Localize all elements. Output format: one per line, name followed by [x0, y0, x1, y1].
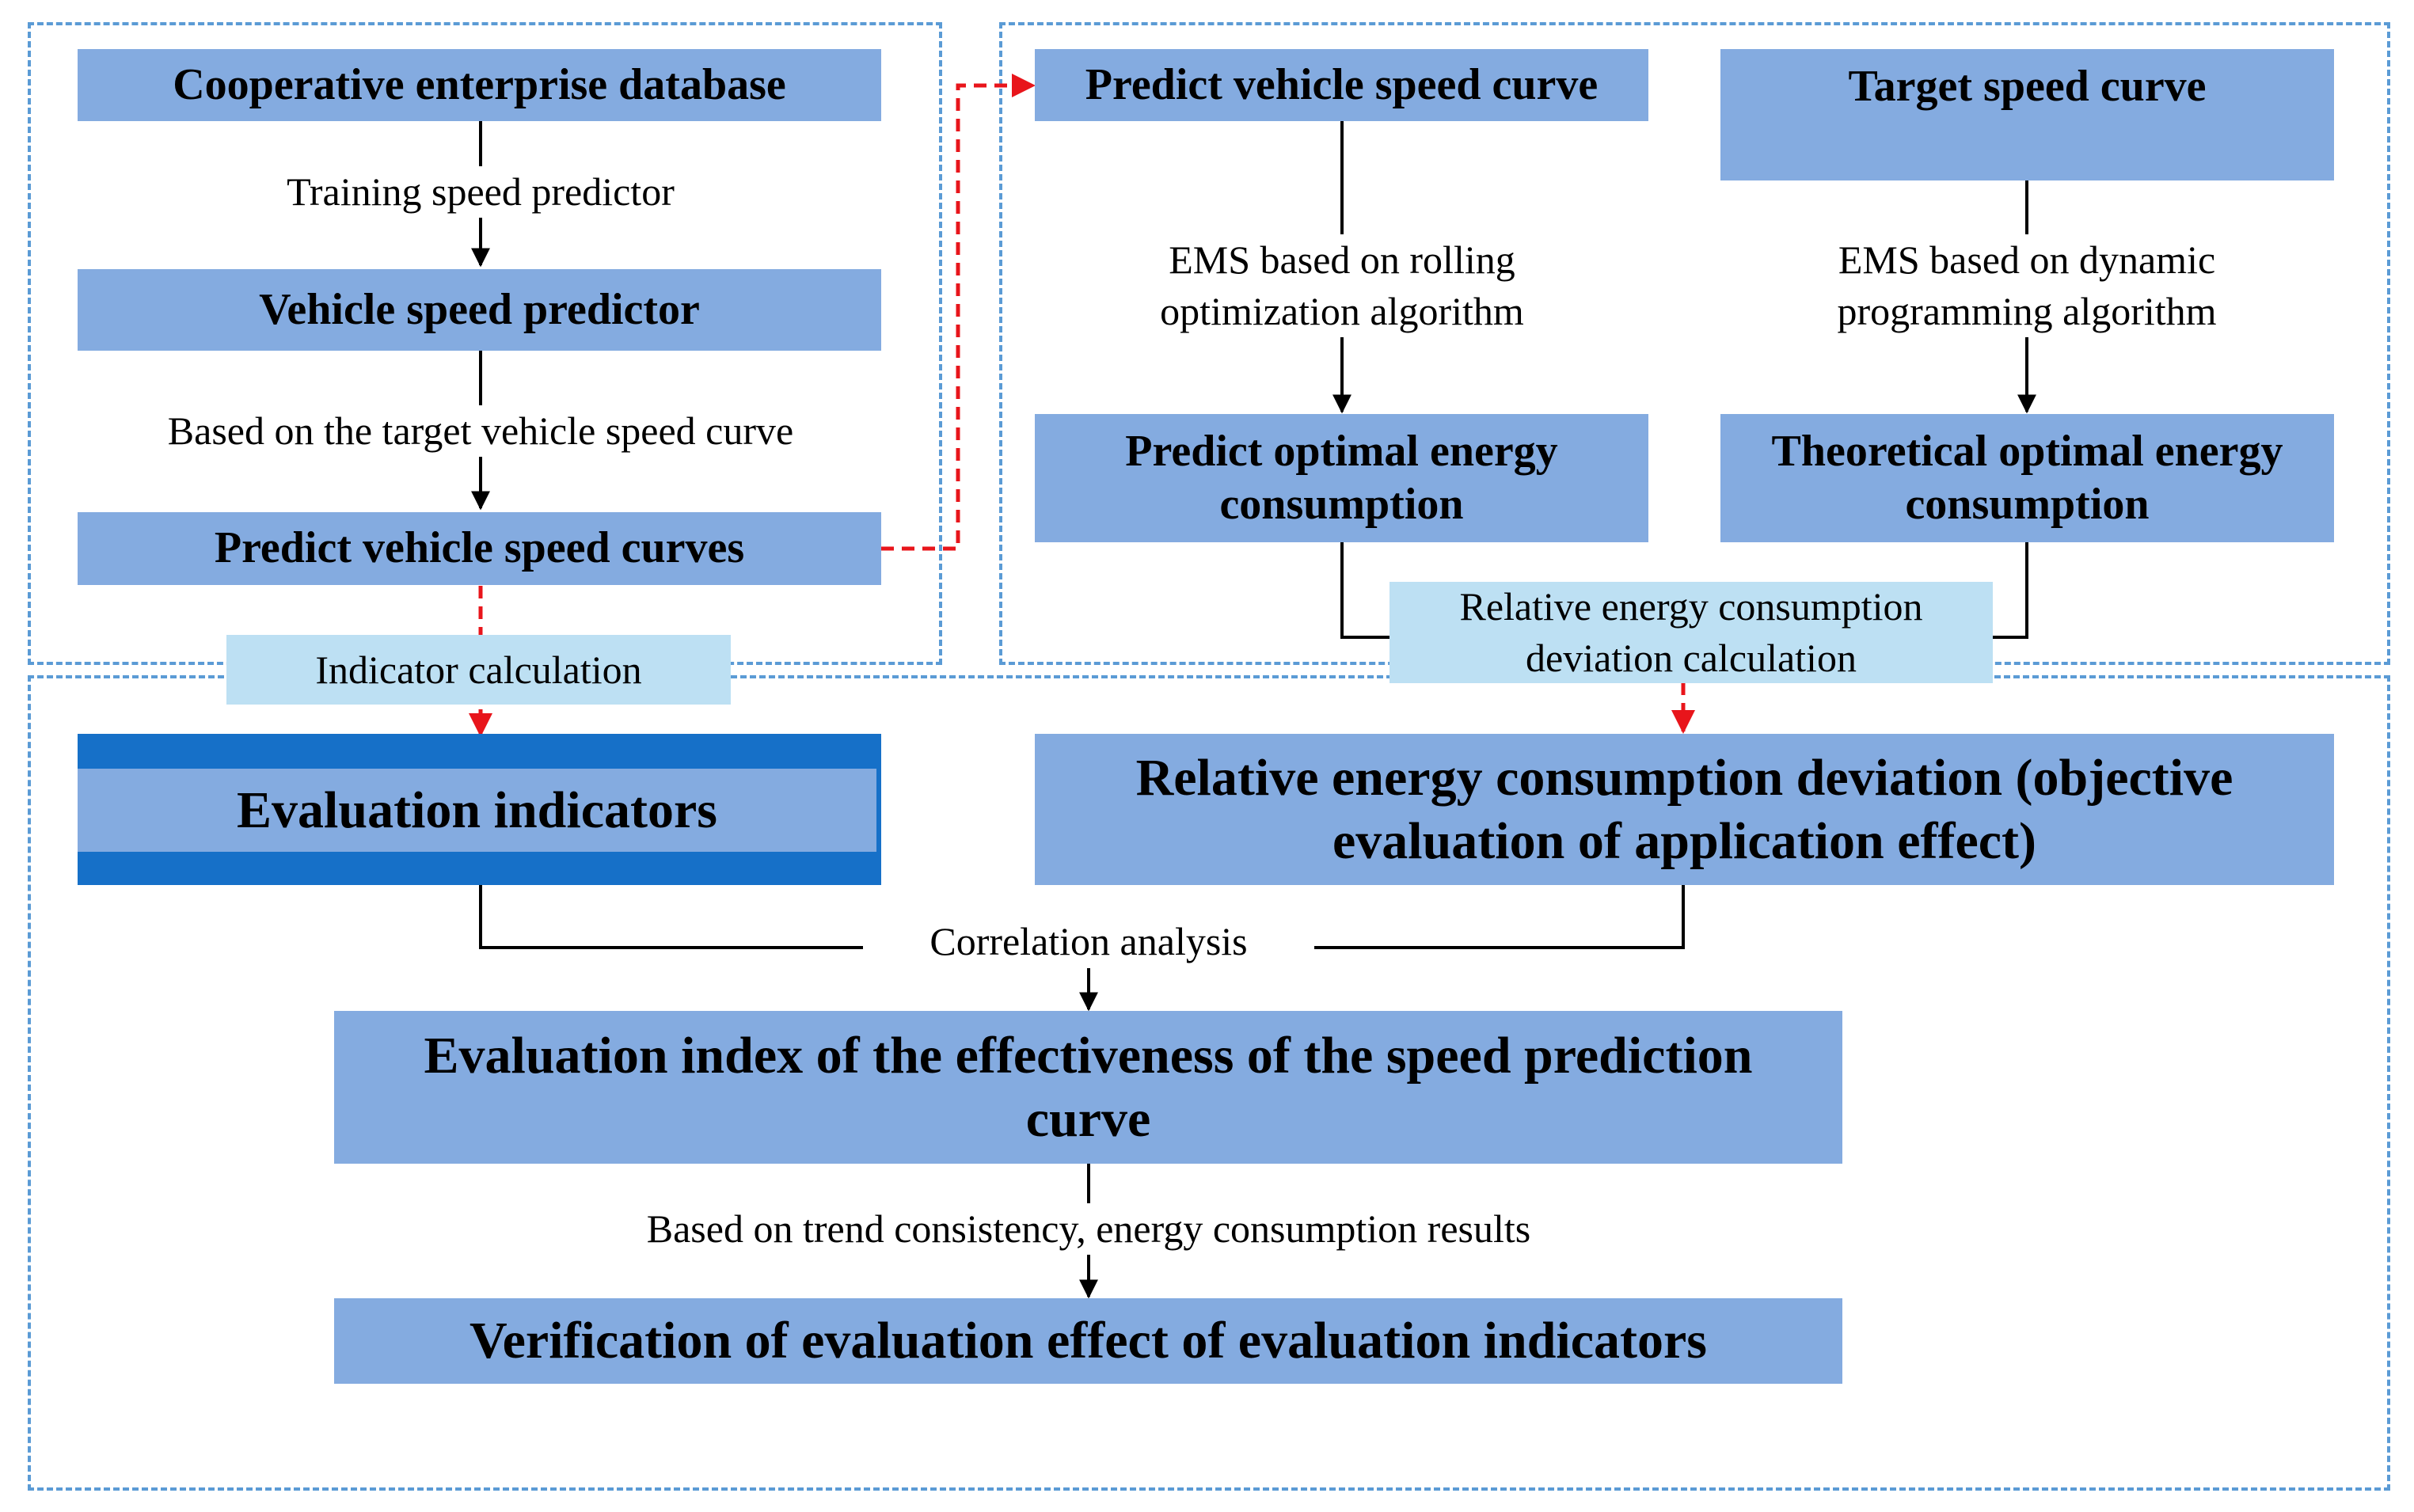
- node-verification: Verification of evaluation effect of eva…: [334, 1298, 1842, 1384]
- node-evaluation-indicators: Evaluation indicators: [78, 734, 881, 885]
- node-predict-optimal-energy-consumption: Predict optimal energy consumption: [1035, 414, 1648, 542]
- node-evaluation-index: Evaluation index of the effectiveness of…: [334, 1011, 1842, 1164]
- edge-label-ems-dp: EMS based on dynamic programming algorit…: [1805, 234, 2249, 337]
- edge-curves-to-predict-curve: [881, 74, 1036, 551]
- step-relative-deviation-calculation: Relative energy consumption deviation ca…: [1389, 582, 1993, 683]
- step-indicator-calculation: Indicator calculation: [226, 635, 731, 705]
- edge-theoretical-to-calc: [1993, 542, 2028, 639]
- edge-deviation-to-correlation: [1314, 885, 1685, 949]
- node-cooperative-enterprise-database: Cooperative enterprise database: [78, 49, 881, 121]
- edge-label-training: Training speed predictor: [243, 166, 718, 218]
- node-vehicle-speed-predictor: Vehicle speed predictor: [78, 269, 881, 351]
- edge-label-correlation: Correlation analysis: [863, 916, 1314, 967]
- node-relative-energy-consumption-deviation: Relative energy consumption deviation (o…: [1035, 734, 2334, 885]
- node-predict-vehicle-speed-curves: Predict vehicle speed curves: [78, 512, 881, 585]
- node-evaluation-indicators-label: Evaluation indicators: [78, 769, 876, 852]
- node-theoretical-optimal-energy-consumption: Theoretical optimal energy consumption: [1720, 414, 2334, 542]
- edge-label-based-target: Based on the target vehicle speed curve: [124, 405, 837, 457]
- edge-label-trend: Based on trend consistency, energy consu…: [534, 1203, 1643, 1255]
- region-evaluation: [28, 675, 2390, 1491]
- edge-label-ems-rolling: EMS based on rolling optimization algori…: [1128, 234, 1556, 337]
- node-predict-vehicle-speed-curve: Predict vehicle speed curve: [1035, 49, 1648, 121]
- node-target-speed-curve: Target speed curve: [1720, 49, 2334, 180]
- edge-predict-optimal-to-calc: [1340, 542, 1389, 639]
- edge-indicators-to-correlation: [479, 885, 863, 949]
